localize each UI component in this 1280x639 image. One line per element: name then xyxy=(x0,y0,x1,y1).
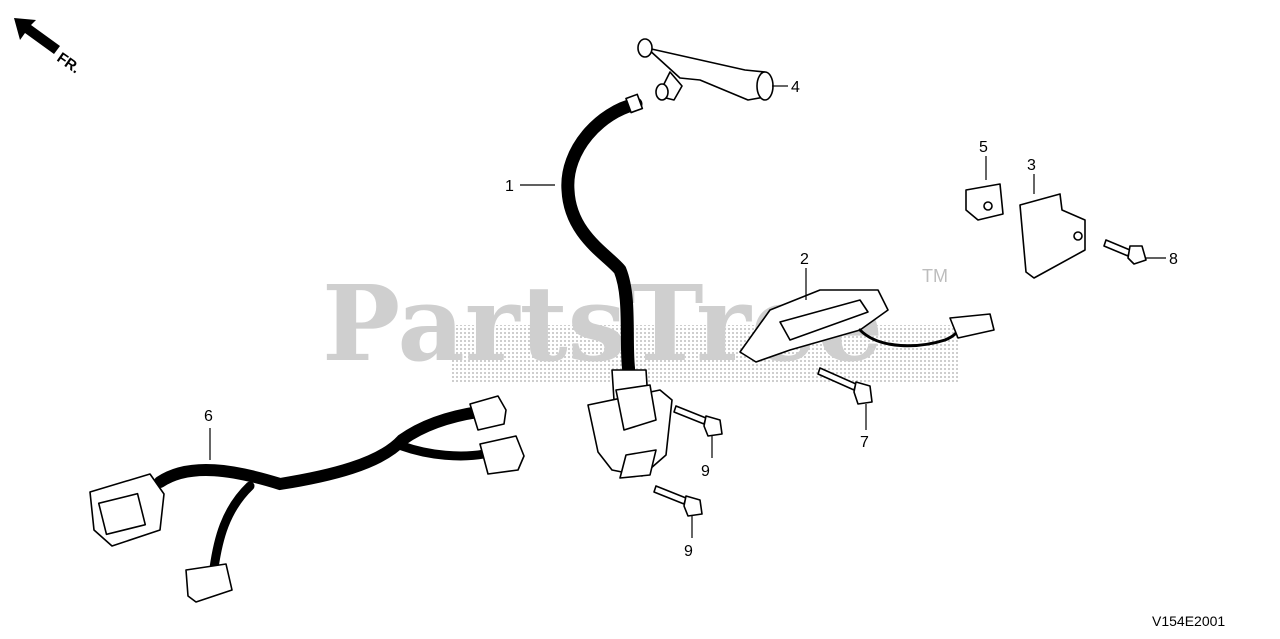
callout-1: 1 xyxy=(505,178,514,195)
callout-6: 6 xyxy=(204,408,213,425)
callout-4: 4 xyxy=(791,79,800,96)
ignition-coil xyxy=(520,93,673,479)
callout-9-lower: 9 xyxy=(684,543,693,560)
orientation-indicator: FR. xyxy=(14,18,83,77)
watermark-trademark: TM xyxy=(922,266,948,286)
wire-harness xyxy=(89,395,525,603)
bracket xyxy=(1019,174,1086,279)
arrow-up-left-icon xyxy=(14,18,60,54)
grommet xyxy=(965,156,1004,221)
bolt-7 xyxy=(817,367,873,430)
pulser-sensor xyxy=(739,268,995,363)
callout-5: 5 xyxy=(979,139,988,156)
callout-9-upper: 9 xyxy=(701,463,710,480)
bolt-9-lower xyxy=(653,485,703,538)
bolt-9-upper xyxy=(673,405,723,458)
callout-2: 2 xyxy=(800,251,809,268)
callout-8: 8 xyxy=(1169,251,1178,268)
orientation-label: FR. xyxy=(54,49,84,77)
bolt-8 xyxy=(1103,239,1166,265)
callout-labels: 1 2 3 4 5 6 7 8 9 9 xyxy=(204,79,1178,560)
spark-plug-cap xyxy=(637,38,788,101)
callout-3: 3 xyxy=(1027,157,1036,174)
diagram-code: V154E2001 xyxy=(1152,613,1225,629)
callout-7: 7 xyxy=(860,434,869,451)
